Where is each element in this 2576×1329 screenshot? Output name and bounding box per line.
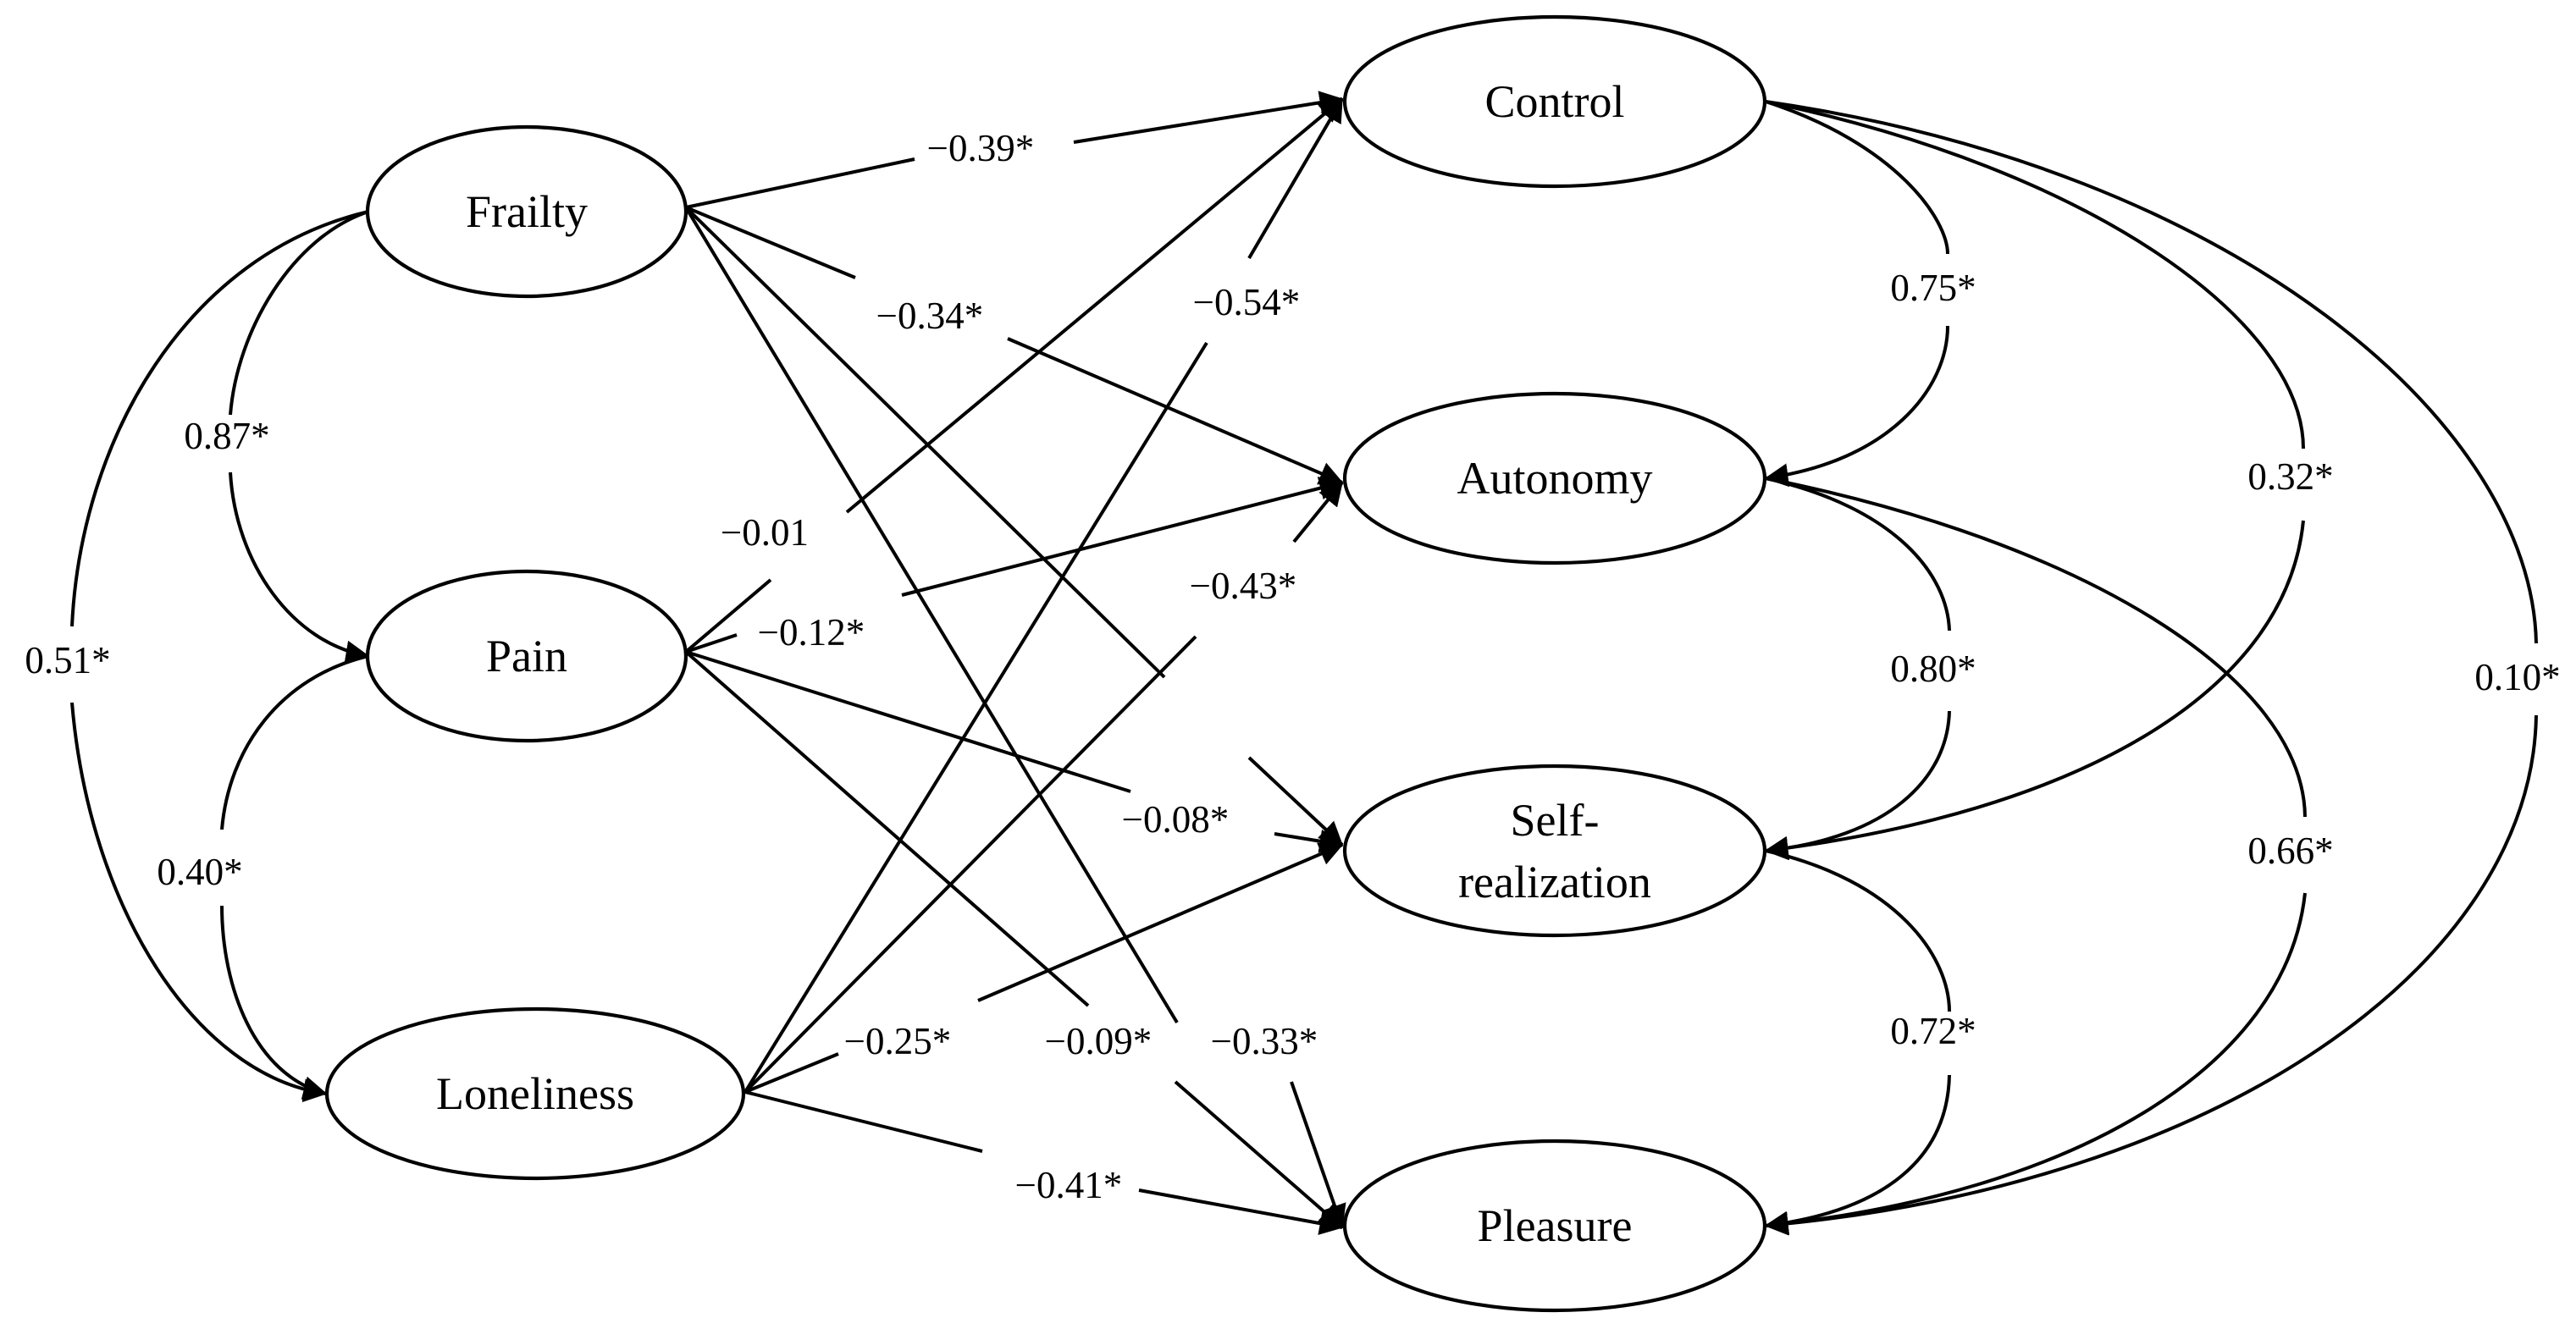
corr-autonomy-pleasure-top (1741, 462, 2307, 818)
node-autonomy-label: Autonomy (1457, 453, 1652, 504)
node-self-realization: Self- realization (1342, 764, 1767, 938)
node-frailty-shape (365, 124, 688, 299)
path-frailty-control (685, 157, 915, 209)
nodes: Frailty Pain Loneliness Control Autonomy… (324, 14, 1767, 1313)
node-pleasure-shape (1342, 1139, 1767, 1313)
node-pain: Pain (365, 569, 688, 743)
label-corr-control-autonomy: 0.75* (1890, 267, 1976, 309)
path-frailty-pleasure (684, 206, 1179, 1024)
node-self-realization-shape (1342, 764, 1767, 938)
path-frailty-autonomy (685, 206, 856, 279)
path-pain-pleasure-head (1174, 1080, 1344, 1229)
label-frailty-autonomy: −0.34* (876, 295, 984, 337)
label-corr-autonomy-selfrealization: 0.80* (1890, 648, 1976, 690)
corr-control-pleasure-bottom (1764, 714, 2538, 1236)
path-pain-autonomy-head (901, 477, 1344, 597)
corr-control-autonomy-bottom (1764, 325, 1949, 488)
label-frailty-pleasure: −0.33* (1211, 1020, 1318, 1062)
corr-frailty-loneliness-top (70, 195, 394, 627)
edge-labels: −0.39* −0.34* −0.33* −0.01 −0.12* −0.08*… (25, 127, 2560, 1206)
node-pain-shape (365, 569, 688, 743)
path-pain-control (684, 578, 772, 653)
path-frailty-selfrealization (684, 206, 1166, 679)
corr-autonomy-pleasure-bottom (1764, 892, 2307, 1236)
label-loneliness-selfrealization: −0.25* (844, 1020, 952, 1062)
label-loneliness-pleasure: −0.41* (1015, 1164, 1123, 1206)
path-loneliness-control (744, 341, 1208, 1094)
path-frailty-autonomy-head (1007, 337, 1344, 485)
label-pain-control: −0.01 (721, 511, 809, 554)
corr-pain-loneliness-top (220, 639, 394, 830)
node-self-realization-label-line1: Self- (1511, 795, 1600, 846)
path-loneliness-autonomy-head (1292, 481, 1344, 543)
node-loneliness: Loneliness (324, 1006, 746, 1181)
node-self-realization-label-line2: realization (1458, 857, 1651, 907)
corr-selfrealization-pleasure-top (1740, 834, 1951, 1012)
corr-frailty-pain-bottom (229, 471, 370, 664)
corr-control-selfrealization-bottom (1764, 520, 2305, 860)
label-corr-control-pleasure: 0.10* (2474, 656, 2560, 698)
node-autonomy-shape (1342, 391, 1767, 565)
path-loneliness-selfrealization (744, 1052, 839, 1094)
path-pain-selfrealization (685, 650, 1131, 793)
edges (70, 83, 2538, 1236)
label-pain-autonomy: −0.12* (758, 611, 865, 653)
path-pain-pleasure (684, 650, 1090, 1007)
path-loneliness-pleasure-head (1138, 1188, 1344, 1235)
corr-selfrealization-pleasure-bottom (1764, 1074, 1951, 1235)
label-pain-selfrealization: −0.08* (1122, 798, 1230, 841)
corr-autonomy-selfrealization-bottom (1764, 710, 1951, 861)
corr-pain-loneliness-bottom (220, 905, 328, 1100)
corr-autonomy-selfrealization-top (1740, 461, 1951, 631)
label-pain-pleasure: −0.09* (1045, 1020, 1153, 1062)
node-control-label: Control (1484, 76, 1624, 127)
path-frailty-pleasure-head (1290, 1081, 1346, 1229)
corr-frailty-loneliness-bottom (70, 702, 328, 1103)
label-loneliness-autonomy: −0.43* (1190, 565, 1297, 607)
node-frailty: Frailty (365, 124, 688, 299)
path-loneliness-selfrealization-head (977, 842, 1344, 1002)
path-pain-control-head (845, 97, 1344, 514)
label-corr-frailty-loneliness: 0.51* (25, 639, 110, 681)
path-loneliness-pleasure (744, 1090, 983, 1153)
corr-control-autonomy-top (1740, 83, 1949, 255)
label-corr-autonomy-pleasure: 0.66* (2247, 830, 2333, 872)
node-control: Control (1342, 14, 1767, 189)
corr-control-selfrealization-top (1741, 85, 2305, 449)
path-frailty-control-head (1073, 91, 1344, 144)
label-corr-frailty-pain: 0.87* (184, 415, 269, 457)
node-pleasure: Pleasure (1342, 1139, 1767, 1313)
node-control-shape (1342, 14, 1767, 189)
label-corr-control-selfrealization: 0.32* (2247, 455, 2333, 498)
node-autonomy: Autonomy (1342, 391, 1767, 565)
label-loneliness-control: −0.54* (1193, 281, 1301, 323)
corr-control-pleasure-top (1741, 86, 2538, 644)
path-frailty-selfrealization-head (1247, 756, 1344, 846)
corr-frailty-pain-top (229, 193, 394, 416)
node-loneliness-shape (324, 1006, 746, 1181)
node-loneliness-label: Loneliness (436, 1068, 634, 1119)
node-pleasure-label: Pleasure (1478, 1200, 1633, 1251)
label-frailty-control: −0.39* (927, 127, 1035, 169)
path-pain-autonomy (685, 633, 738, 653)
label-corr-selfrealization-pleasure: 0.72* (1890, 1010, 1976, 1052)
path-loneliness-autonomy (744, 635, 1197, 1094)
path-loneliness-control-head (1247, 97, 1344, 260)
node-pain-label: Pain (486, 631, 567, 681)
label-corr-pain-loneliness: 0.40* (157, 851, 242, 893)
node-frailty-label: Frailty (466, 186, 588, 237)
